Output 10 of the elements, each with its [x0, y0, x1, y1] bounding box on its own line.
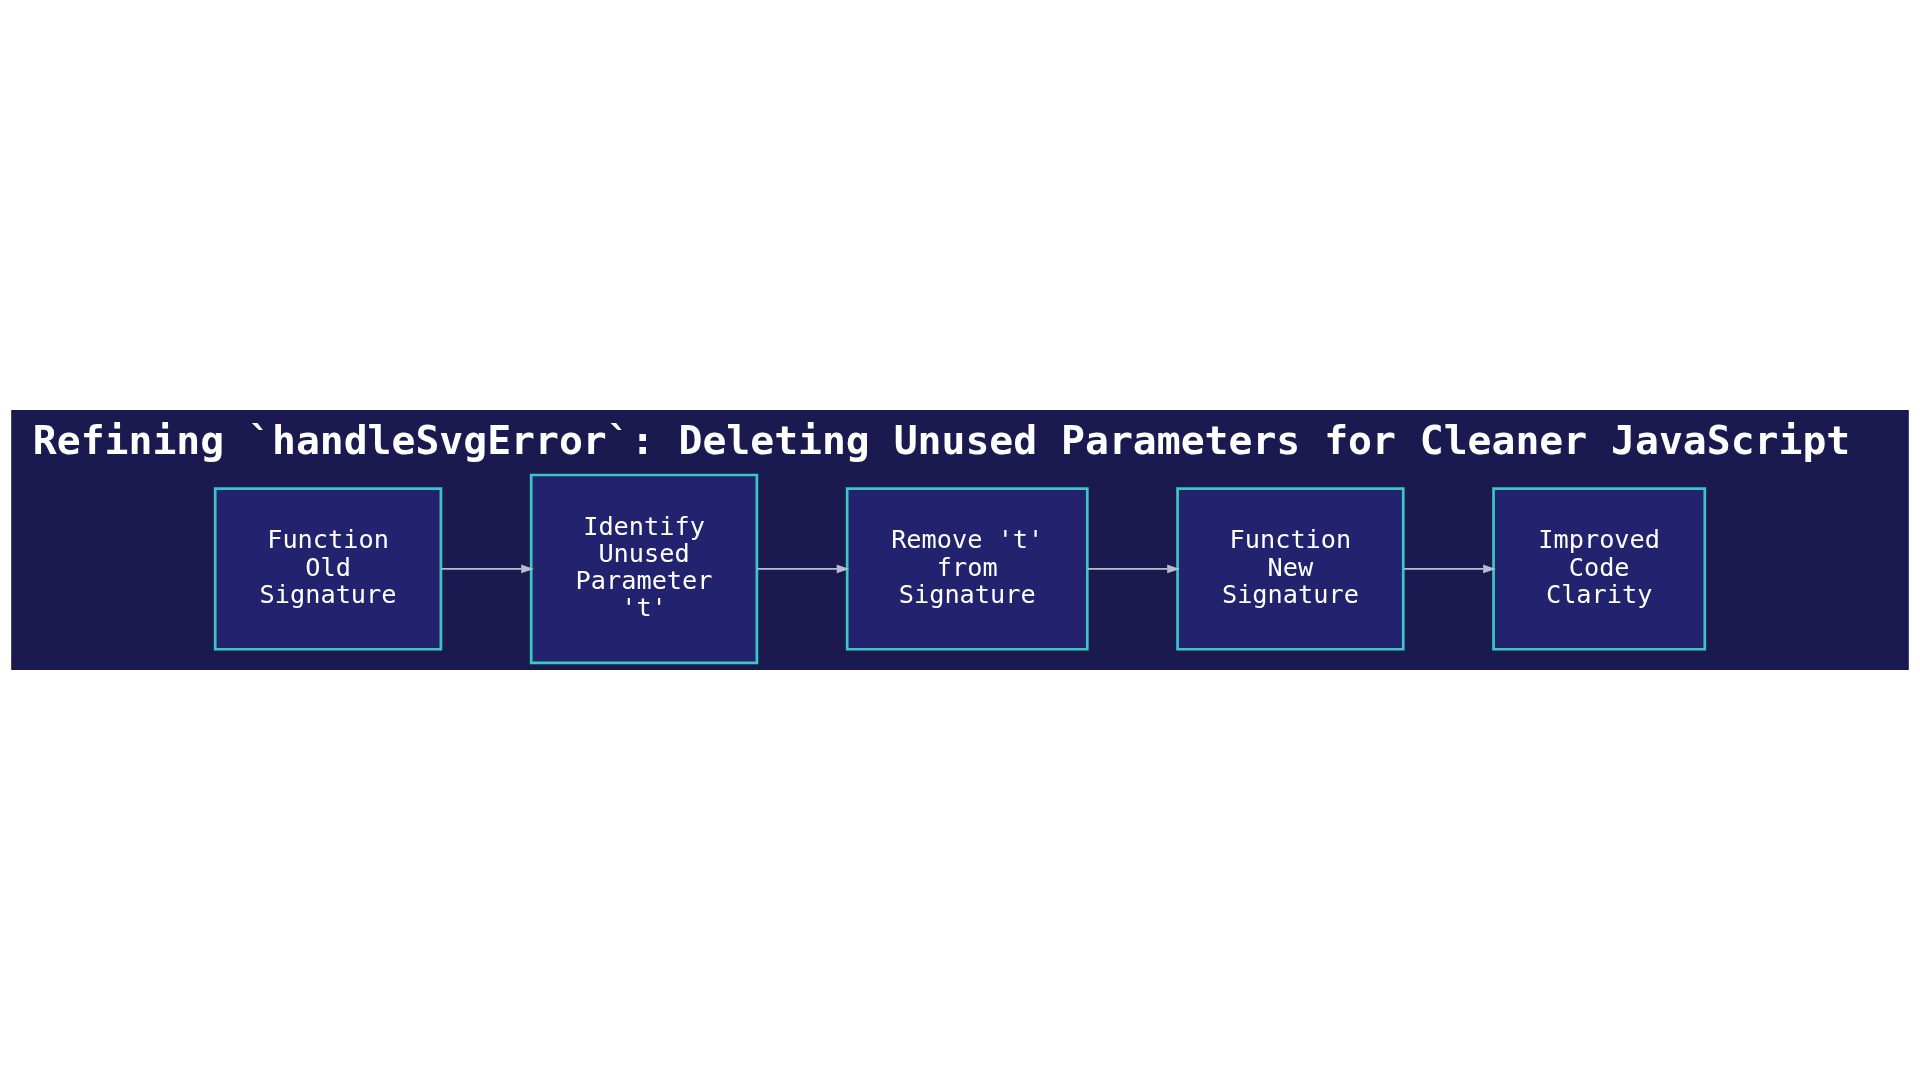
arrow [1403, 564, 1496, 574]
node-box: Identify Unused Parameter 't' [529, 473, 759, 665]
arrow [1086, 564, 1180, 574]
node-box: Improved Code Clarity [1492, 487, 1707, 651]
node-box: Function New Signature [1176, 487, 1405, 651]
arrow [440, 564, 534, 574]
arrow [756, 564, 850, 574]
node-box: Function Old Signature [213, 487, 443, 651]
node-box: Remove 't' from Signature [845, 487, 1089, 651]
diagram-title: Refining `handleSvgError`: Deleting Unused Parameters for Cleaner JavaScript [32, 417, 1851, 464]
